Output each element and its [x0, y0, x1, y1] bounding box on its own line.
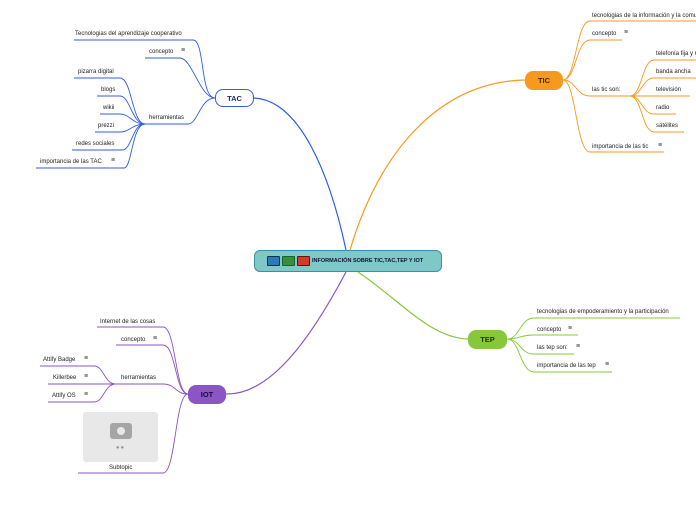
subtopic-tac-importancia[interactable]: importancia de las TAC	[40, 159, 102, 165]
subtopic-tac-redes[interactable]: redes sociales	[76, 141, 115, 147]
subtopic-tic-concepto[interactable]: concepto	[592, 31, 617, 37]
note-icon[interactable]: ≡	[84, 355, 89, 362]
subtopic-tic-radio[interactable]: radio	[656, 105, 670, 111]
note-icon[interactable]: ≡	[658, 142, 663, 149]
keyboard-icon	[282, 256, 295, 266]
subtopic-iot-herramientas[interactable]: herramientas	[121, 375, 157, 381]
central-title: INFORMACIÓN SOBRE TIC,TAC,TEP Y IOT	[312, 258, 424, 264]
subtopic-tep-tecnologias[interactable]: tecnologias de empoderamiento y la parti…	[537, 309, 669, 315]
branch-iot	[225, 271, 347, 395]
topic-iot[interactable]: IOT	[188, 385, 226, 404]
subtopic-iot-concepto[interactable]: concepto	[121, 337, 146, 343]
subtopic-tep-concepto[interactable]: concepto	[537, 327, 562, 333]
subtopic-tep-importancia[interactable]: importancia de las tep	[537, 363, 596, 369]
note-icon[interactable]: ≡	[84, 373, 89, 380]
subtopic-tic-telefonia[interactable]: telefonía fija y móvil	[656, 51, 696, 57]
topic-tic[interactable]: TIC	[525, 71, 563, 90]
subtopic-iot-attify-badge[interactable]: Attify Badge	[43, 357, 76, 363]
subtopic-tic-television[interactable]: televisión	[656, 87, 682, 93]
phone-icon	[297, 256, 310, 266]
note-icon[interactable]: ≡	[624, 29, 629, 36]
topic-tac[interactable]: TAC	[215, 89, 254, 107]
subtopic-tac-aprendizaje[interactable]: Tecnologias del aprendizaje cooperativo	[75, 31, 182, 37]
subtopic-tic-tecnologias[interactable]: tecnologias de la información y la comun…	[592, 13, 696, 19]
subtopic-tac-wikii[interactable]: wikii	[103, 105, 115, 111]
subtopic-iot-attify-os[interactable]: Attify OS	[52, 393, 76, 399]
topic-tep[interactable]: TEP	[468, 330, 507, 349]
monitor-icon	[267, 256, 280, 266]
camera-icon	[109, 423, 132, 439]
subtopic-tep-las-tep[interactable]: las tep son:	[537, 345, 568, 351]
note-icon[interactable]: ≡	[181, 47, 186, 54]
subtopic-tic-banda[interactable]: banda ancha	[656, 69, 691, 75]
note-icon[interactable]: ≡	[84, 391, 89, 398]
subtopic-tac-concepto[interactable]: concepto	[149, 49, 174, 55]
central-topic[interactable]: INFORMACIÓN SOBRE TIC,TAC,TEP Y IOT	[254, 250, 442, 272]
subtopic-iot-killerbee[interactable]: Killerbee	[53, 375, 77, 381]
subtopic-tac-blogs[interactable]: blogs	[101, 87, 116, 93]
subtopic-tic-las-tic[interactable]: las tic son:	[592, 87, 621, 93]
note-icon[interactable]: ≡	[576, 343, 581, 350]
branch-tac	[253, 97, 347, 251]
dots-icon: ●●	[115, 445, 126, 451]
subtopic-tic-importancia[interactable]: importancia de las tic	[592, 144, 649, 150]
note-icon[interactable]: ≡	[605, 361, 610, 368]
note-icon[interactable]: ≡	[568, 325, 573, 332]
image-placeholder[interactable]: ●●	[83, 412, 158, 462]
note-icon[interactable]: ≡	[153, 335, 158, 342]
note-icon[interactable]: ≡	[111, 157, 116, 164]
subtopic-tac-herramientas[interactable]: herramientas	[149, 115, 185, 121]
branch-tic	[349, 79, 526, 251]
subtopic-tic-satelites[interactable]: satélites	[656, 123, 679, 129]
subtopic-tac-prezzi[interactable]: prezzi	[98, 123, 115, 129]
branch-tep	[357, 271, 469, 340]
subtopic-iot-subtopic[interactable]: Subtopic	[109, 465, 133, 471]
subtopic-iot-internet[interactable]: Internet de las cosas	[100, 319, 156, 325]
subtopic-tac-pizarra[interactable]: pizarra digital	[78, 69, 114, 75]
